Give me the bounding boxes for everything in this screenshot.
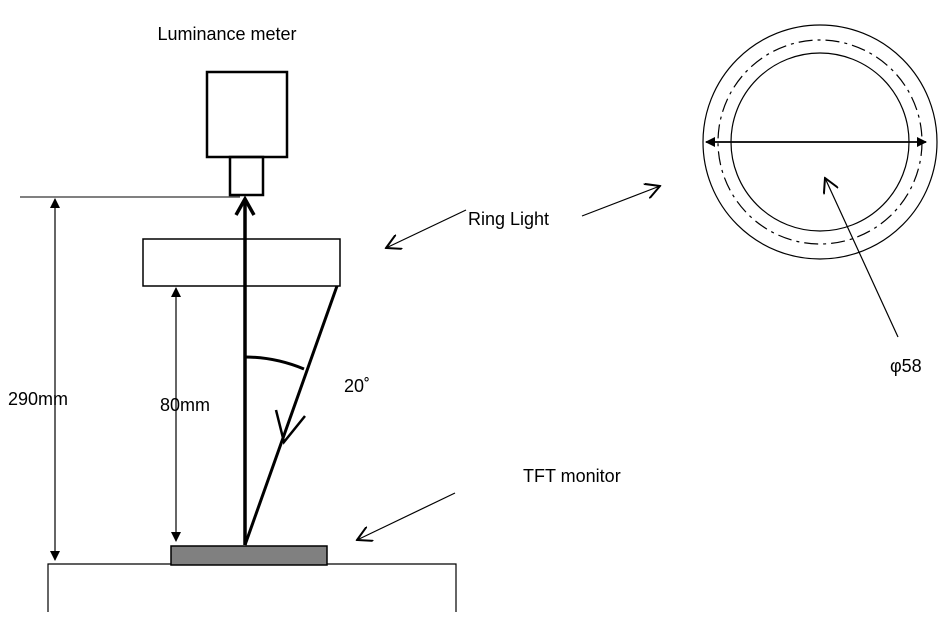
optical-axis-arrowhead bbox=[234, 195, 256, 216]
incident-light-ray bbox=[243, 285, 339, 546]
tft-monitor-pointer bbox=[357, 492, 456, 540]
luminance-meter-body bbox=[205, 70, 289, 159]
diameter-pointer bbox=[825, 178, 899, 338]
stage-table bbox=[47, 563, 457, 612]
ring-light-label: Ring Light bbox=[468, 209, 549, 229]
diameter-label: φ58 bbox=[890, 356, 922, 376]
luminance-meter-lens bbox=[228, 155, 265, 197]
ring-light-top-view-pointer bbox=[581, 186, 660, 217]
incident-ray-arrowhead bbox=[274, 409, 306, 445]
ring-light-outer-circle bbox=[702, 24, 938, 260]
luminance-meter-label: Luminance meter bbox=[157, 24, 296, 44]
angle-arc bbox=[244, 355, 305, 371]
angle-label: 20˚ bbox=[344, 376, 370, 396]
ring-light-side-view bbox=[142, 238, 341, 287]
tft-monitor bbox=[170, 545, 328, 566]
dimension-290mm-label: 290mm bbox=[8, 389, 68, 409]
ring-light-pointer bbox=[386, 209, 467, 248]
dimension-80mm-label: 80mm bbox=[160, 395, 210, 415]
tft-monitor-label: TFT monitor bbox=[523, 466, 621, 486]
